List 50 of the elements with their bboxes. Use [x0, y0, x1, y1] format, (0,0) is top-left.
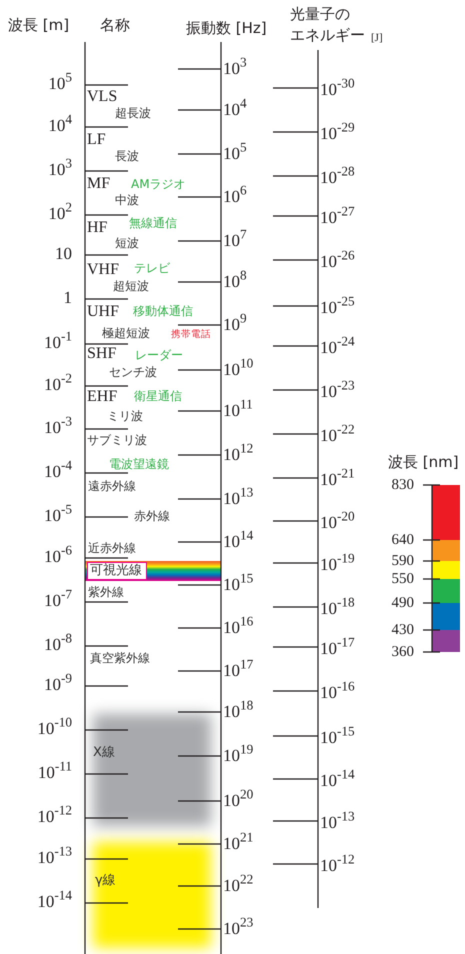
column-heading: 波長 [m] [8, 17, 70, 33]
band-name: 極超短波 [102, 325, 150, 341]
usage-label: 衛星通信 [134, 388, 182, 404]
tick-label: 830 [390, 477, 414, 493]
column-heading: 振動数 [Hz] [186, 20, 267, 36]
band-name: SHF [87, 346, 116, 362]
band-name: 長波 [115, 148, 139, 164]
tick-label: 590 [390, 553, 414, 569]
band-name: 遠赤外線 [88, 478, 136, 494]
band-name: センチ波 [109, 364, 157, 380]
visible-spectrum-band [85, 561, 221, 581]
tick-label: 490 [390, 595, 414, 611]
usage-label: 電波望遠鏡 [109, 456, 169, 472]
band-name: 短波 [115, 235, 139, 251]
band-name: LF [87, 132, 106, 148]
band-name: X線 [93, 745, 115, 761]
tick-label: 10 [54, 246, 72, 262]
band-name: 紫外線 [88, 584, 124, 600]
column-heading: 名称 [100, 17, 130, 33]
band-name: 可視光線 [87, 562, 147, 580]
column-heading: エネルギー [290, 27, 365, 43]
usage-label: テレビ [134, 260, 170, 276]
band-name: サブミリ波 [87, 432, 147, 448]
band-name: ミリ波 [107, 408, 143, 424]
usage-label: 無線通信 [129, 215, 177, 231]
tick-label: 430 [390, 622, 414, 638]
tick-label: 550 [390, 571, 414, 587]
tick-label: 1 [62, 290, 72, 306]
band-name: 近赤外線 [88, 540, 136, 556]
band-name: 超長波 [115, 105, 151, 121]
column-heading: 光量子の [290, 6, 350, 22]
band-name: MF [87, 176, 110, 192]
band-name: VHF [87, 262, 120, 278]
tick-label: 640 [390, 532, 414, 548]
band-name: HF [87, 220, 108, 236]
band-name: VLS [87, 89, 118, 105]
usage-label: レーダー [135, 347, 183, 363]
usage-label: 携帯電話 [171, 328, 211, 342]
tick-label: 360 [390, 644, 414, 660]
band-name: 赤外線 [134, 508, 170, 524]
column-heading: 波長 [nm] [388, 454, 459, 470]
usage-label: 移動体通信 [133, 303, 193, 319]
band-name: γ線 [95, 873, 116, 889]
band-name: EHF [87, 389, 118, 405]
band-name: 真空紫外線 [90, 650, 150, 666]
usage-label: AMラジオ [131, 176, 186, 192]
unit-label: [J] [371, 31, 383, 46]
band-name: UHF [87, 304, 120, 320]
band-name: 中波 [115, 192, 139, 208]
band-name: 超短波 [113, 278, 149, 294]
